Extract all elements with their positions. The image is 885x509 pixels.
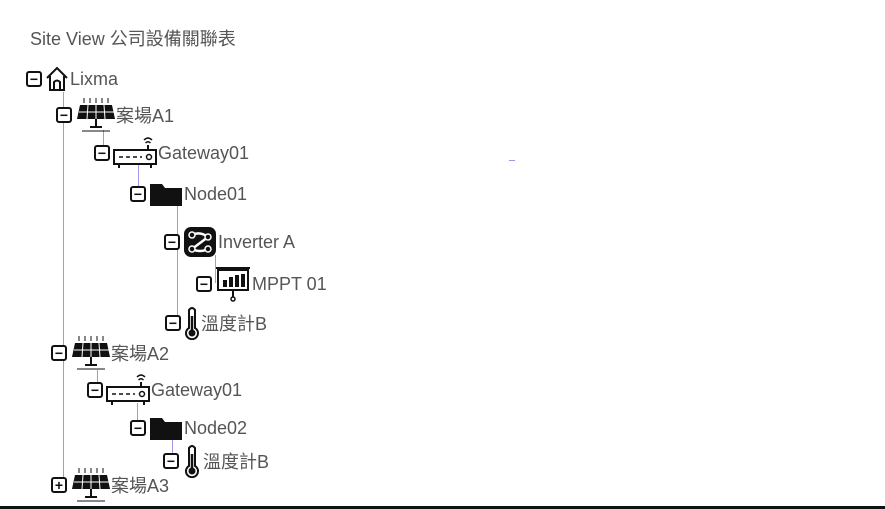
expand-toggle[interactable]: +	[51, 477, 67, 493]
tree-node-label: Inverter A	[218, 231, 296, 252]
tree-node-gateway-a1[interactable]: − Gateway01	[94, 136, 250, 170]
tree-node-node02[interactable]: − Node02	[130, 413, 247, 443]
tree-node-gateway-a2[interactable]: − Gateway01	[87, 373, 243, 407]
collapse-toggle[interactable]: −	[130, 186, 146, 202]
tree-connector	[177, 205, 178, 315]
tree-node-label: 溫度計B	[201, 314, 268, 334]
collapse-toggle[interactable]: −	[165, 315, 181, 331]
gateway-router-icon	[112, 136, 158, 170]
tree-connector	[63, 92, 64, 485]
tree-connector	[172, 440, 173, 460]
solar-panel-icon	[74, 97, 116, 133]
collapse-toggle[interactable]: −	[26, 71, 42, 87]
tree-node-label: 溫度計B	[203, 452, 270, 472]
page-title: Site View 公司設備關聯表	[30, 29, 236, 49]
tree-node-label: MPPT 01	[252, 273, 327, 294]
gateway-router-icon	[105, 373, 151, 407]
folder-icon	[148, 414, 184, 442]
collapse-toggle[interactable]: −	[130, 420, 146, 436]
tree-node-lixma[interactable]: − Lixma	[26, 64, 118, 94]
tree-node-site-a2[interactable]: − 案場A2	[51, 335, 170, 371]
collapse-toggle[interactable]: −	[164, 234, 180, 250]
thermometer-icon	[183, 306, 201, 340]
tree-node-thermometer-a1[interactable]: − 溫度計B	[165, 306, 268, 340]
collapse-toggle[interactable]: −	[51, 345, 67, 361]
collapse-toggle[interactable]: −	[87, 382, 103, 398]
tree-connector	[137, 403, 138, 428]
thermometer-icon	[181, 444, 203, 478]
tree-node-label: Node01	[184, 183, 248, 204]
stray-mark	[509, 160, 515, 161]
tree-node-site-a1[interactable]: − 案場A1	[56, 97, 175, 133]
collapse-toggle[interactable]: −	[196, 276, 212, 292]
tree-node-inverter-a[interactable]: − Inverter A	[164, 227, 295, 257]
tree-node-label: 案場A2	[111, 344, 170, 364]
collapse-toggle[interactable]: −	[94, 145, 110, 161]
tree-connector	[215, 255, 216, 283]
chart-board-icon	[214, 265, 252, 303]
tree-connector	[97, 370, 98, 392]
inverter-icon	[182, 225, 218, 259]
bottom-border	[0, 506, 885, 509]
tree-node-site-a3[interactable]: + 案場A3	[51, 467, 170, 503]
collapse-toggle[interactable]: −	[56, 107, 72, 123]
tree-node-label: 案場A1	[116, 106, 175, 126]
tree-connector	[138, 165, 139, 195]
tree-node-label: Lixma	[70, 68, 119, 89]
tree-node-mppt01[interactable]: − MPPT 01	[196, 267, 327, 302]
tree-node-label: Node02	[184, 417, 248, 438]
tree-node-label: 案場A3	[111, 476, 170, 496]
home-icon	[44, 65, 70, 93]
tree-node-label: Gateway01	[158, 142, 250, 163]
tree-node-node01[interactable]: − Node01	[130, 179, 247, 209]
solar-panel-icon	[69, 335, 111, 371]
tree-node-thermometer-a2[interactable]: − 溫度計B	[163, 444, 270, 478]
collapse-toggle[interactable]: −	[163, 453, 179, 469]
tree-connector	[103, 130, 104, 155]
folder-icon	[148, 180, 184, 208]
tree-node-label: Gateway01	[151, 379, 243, 400]
solar-panel-icon	[69, 467, 111, 503]
